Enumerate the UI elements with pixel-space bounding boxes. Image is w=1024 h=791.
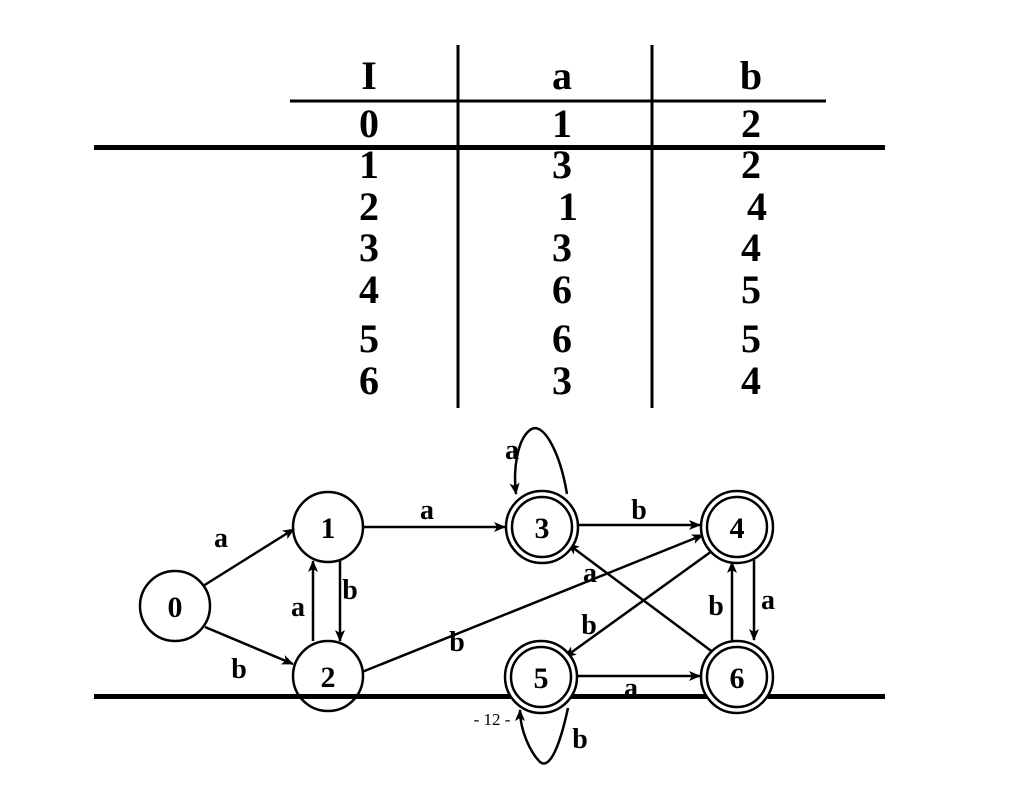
edge-label: a [505,435,519,466]
table-cell: 6 [359,358,379,403]
table-row: 0 1 2 [359,101,761,146]
edge-label: a [624,673,638,704]
state-1 [291,490,365,564]
edge-6-3 [567,542,715,655]
state-label: 0 [168,591,183,624]
table-cell: 4 [359,267,379,312]
state-label: 3 [535,512,550,545]
edge-0-1 [202,527,295,588]
state-label: 4 [730,512,745,545]
table-row: 3 3 4 [359,225,761,270]
table-cell: 5 [741,316,761,361]
edge-5-5-loop [515,707,570,765]
table-cell: 4 [747,184,767,229]
edge-label: b [581,610,597,641]
state-5 [503,639,579,715]
state-label: 2 [321,661,336,694]
table-cell: 3 [552,225,572,270]
edge-label: b [449,627,465,658]
table-cell: 2 [741,101,761,146]
state-6 [699,639,775,715]
edge-label: a [420,495,434,526]
table-cell: 4 [741,225,761,270]
slide-bottom-rule [94,694,885,699]
table-header-state: I [361,53,377,98]
edge-label: b [572,724,588,755]
edge-4-5 [564,549,713,659]
table-cell: 2 [741,142,761,187]
edge-2-4 [361,533,704,674]
table-cell: 4 [741,358,761,403]
table-row: 5 6 5 [359,316,761,361]
dfa-diagram [138,426,775,765]
edge-label: a [214,523,228,554]
table-cell: 2 [359,184,379,229]
state-label: 1 [321,512,336,545]
edge-label: a [761,585,775,616]
table-cell: 6 [552,316,572,361]
table-cell: 3 [359,225,379,270]
table-header-a: a [552,53,572,98]
table-cell: 6 [552,267,572,312]
table-row: 4 6 5 [359,267,761,312]
state-label: 6 [730,662,745,695]
table-cell: 0 [359,101,379,146]
edge-label: b [708,591,724,622]
table-row: 2 1 4 [359,184,767,229]
table-cell: 5 [359,316,379,361]
edge-label: a [291,592,305,623]
slide-top-rule [94,145,885,150]
edge-label: b [631,495,647,526]
table-header-b: b [740,53,762,98]
table-cell: 3 [552,142,572,187]
edge-0-2 [204,625,294,666]
state-2 [291,639,365,713]
edge-label: a [583,558,597,589]
edge-labels: a b a b a b a b a b a b a b [214,435,775,755]
edge-3-3-loop [509,426,569,495]
table-cell: 3 [552,358,572,403]
state-label: 5 [534,662,549,695]
table-cell: 5 [741,267,761,312]
state-labels: 0 1 2 3 4 5 6 [168,512,745,695]
page-number: - 12 - [474,710,511,729]
state-3 [504,489,580,565]
table-cell: 1 [359,142,379,187]
table-cell: 1 [558,184,578,229]
table-cell: 1 [552,101,572,146]
state-0 [138,569,212,643]
edge-label: b [231,654,247,685]
state-4 [699,489,775,565]
transition-table: I a b 0 1 2 1 3 2 2 1 4 3 3 4 4 6 5 5 [290,45,826,408]
table-row: 6 3 4 [359,358,761,403]
edge-label: b [342,575,358,606]
table-row: 1 3 2 [359,142,761,187]
